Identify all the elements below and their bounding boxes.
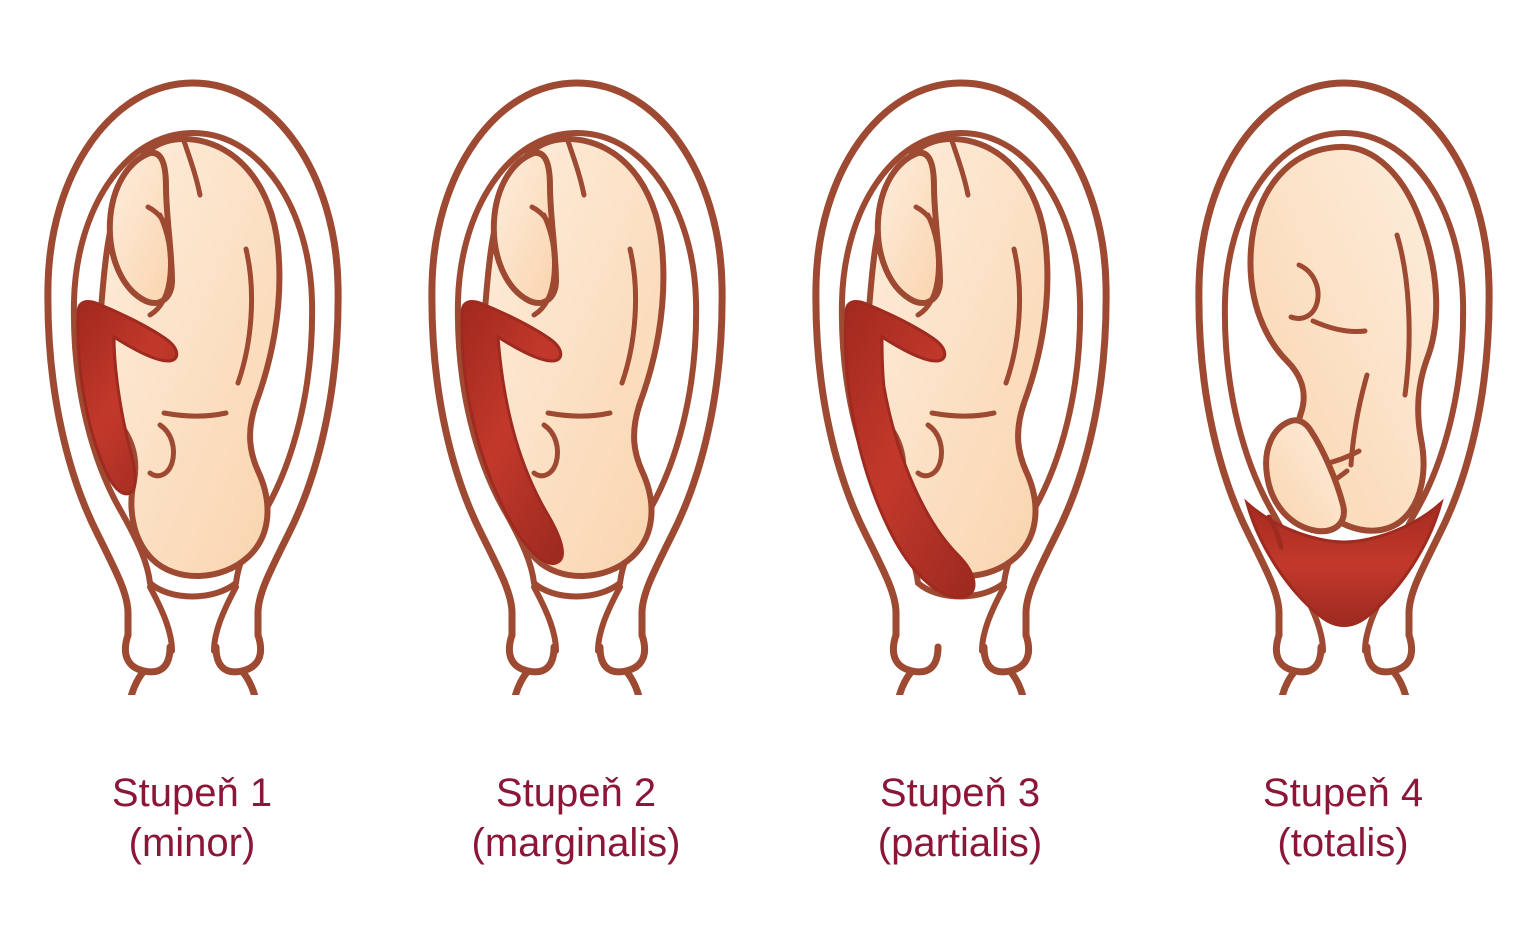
fetus-limb	[1263, 417, 1347, 535]
uterus-illustration-2	[428, 79, 726, 695]
panel-stupen-1: Stupeň 1 (minor)	[0, 0, 384, 945]
cervix-outline-left	[1272, 631, 1325, 676]
internal-os-line	[147, 580, 239, 600]
uterus-illustration-3	[812, 79, 1110, 695]
panel-stupen-4: Stupeň 4 (totalis)	[1151, 0, 1535, 945]
fetus-figure	[479, 135, 667, 579]
fetus-figure	[95, 135, 283, 579]
uterine-wall-outline	[573, 79, 726, 639]
internal-os-line	[531, 580, 623, 600]
caption-line-2: (totalis)	[1277, 821, 1409, 865]
fetus-arm	[106, 149, 175, 306]
placenta-marginalis	[460, 299, 564, 565]
cervix-outline-left	[889, 631, 942, 676]
caption-line-1: Stupeň 1	[111, 771, 273, 815]
caption-panel-2: Stupeň 2 (marginalis)	[384, 718, 768, 918]
cervix-outline-right	[980, 631, 1033, 676]
cervix-outline-left	[121, 631, 174, 676]
fetus-arm	[874, 149, 943, 306]
uterine-wall-outline	[957, 79, 1110, 639]
fetus-arm	[490, 149, 559, 306]
panel-stupen-2: Stupeň 2 (marginalis)	[384, 0, 768, 945]
cervix-outline-left	[505, 631, 558, 676]
fetus-figure	[1247, 143, 1440, 535]
placenta-minor	[76, 299, 179, 496]
caption-line-2: (marginalis)	[471, 821, 681, 865]
caption-line-1: Stupeň 2	[495, 771, 657, 815]
caption-line-1: Stupeň 3	[879, 771, 1041, 815]
uterus-illustration-4	[1195, 79, 1493, 695]
caption-panel-3: Stupeň 3 (partialis)	[768, 718, 1152, 918]
uterine-wall-outline	[1340, 79, 1493, 639]
caption-panel-1: Stupeň 1 (minor)	[0, 718, 384, 918]
cervix-outline-right	[596, 631, 649, 676]
fetus-figure	[863, 135, 1051, 579]
uterus-illustration-1	[44, 79, 342, 695]
caption-line-1: Stupeň 4	[1262, 771, 1424, 815]
caption-panel-4: Stupeň 4 (totalis)	[1151, 718, 1535, 918]
caption-line-2: (minor)	[128, 821, 256, 865]
placenta-partialis	[843, 299, 976, 599]
panel-stupen-3: Stupeň 3 (partialis)	[768, 0, 1152, 945]
placenta-totalis	[1244, 498, 1444, 627]
cervix-outline-right	[1363, 631, 1416, 676]
placenta-totalis-edge	[1266, 514, 1284, 550]
uterine-wall-outline	[189, 79, 342, 639]
caption-line-2: (partialis)	[877, 821, 1043, 865]
cervix-outline-right	[212, 631, 265, 676]
